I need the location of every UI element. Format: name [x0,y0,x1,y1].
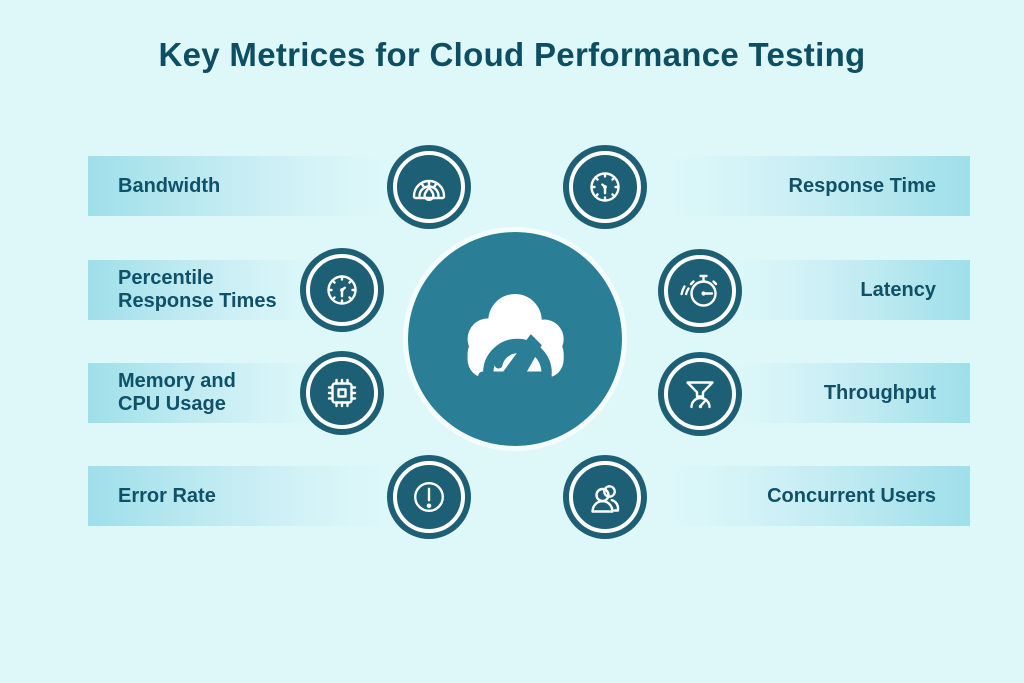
metric-row-response-time: Response Time [662,156,970,216]
metric-label: Response Time [788,174,936,197]
stopwatch-icon [658,249,742,333]
metric-label: Error Rate [118,484,216,507]
metric-row-latency: Latency [725,260,970,320]
metric-label: Throughput [823,381,936,404]
metric-label: Latency [860,278,936,301]
users-icon [563,455,647,539]
metric-label: Percentile Response Times [118,267,277,312]
metric-row-throughput: Throughput [725,363,970,423]
alert-icon [387,455,471,539]
cloud-speedometer-icon [403,227,627,451]
metric-label: Bandwidth [118,174,221,197]
clock-icon [300,248,384,332]
metric-row-error-rate: Error Rate [88,466,392,526]
metric-label: Memory and CPU Usage [118,370,236,415]
metric-row-percentile-response-times: Percentile Response Times [88,260,329,320]
metric-row-memory-cpu-usage: Memory and CPU Usage [88,363,329,423]
funnel-gauge-icon [658,352,742,436]
gauge-drop-icon [387,145,471,229]
page-title: Key Metrices for Cloud Performance Testi… [158,36,866,73]
metric-row-bandwidth: Bandwidth [88,156,392,216]
metric-label: Concurrent Users [767,484,936,507]
cpu-chip-icon [300,351,384,435]
clock-icon [563,145,647,229]
metric-row-concurrent-users: Concurrent Users [662,466,970,526]
